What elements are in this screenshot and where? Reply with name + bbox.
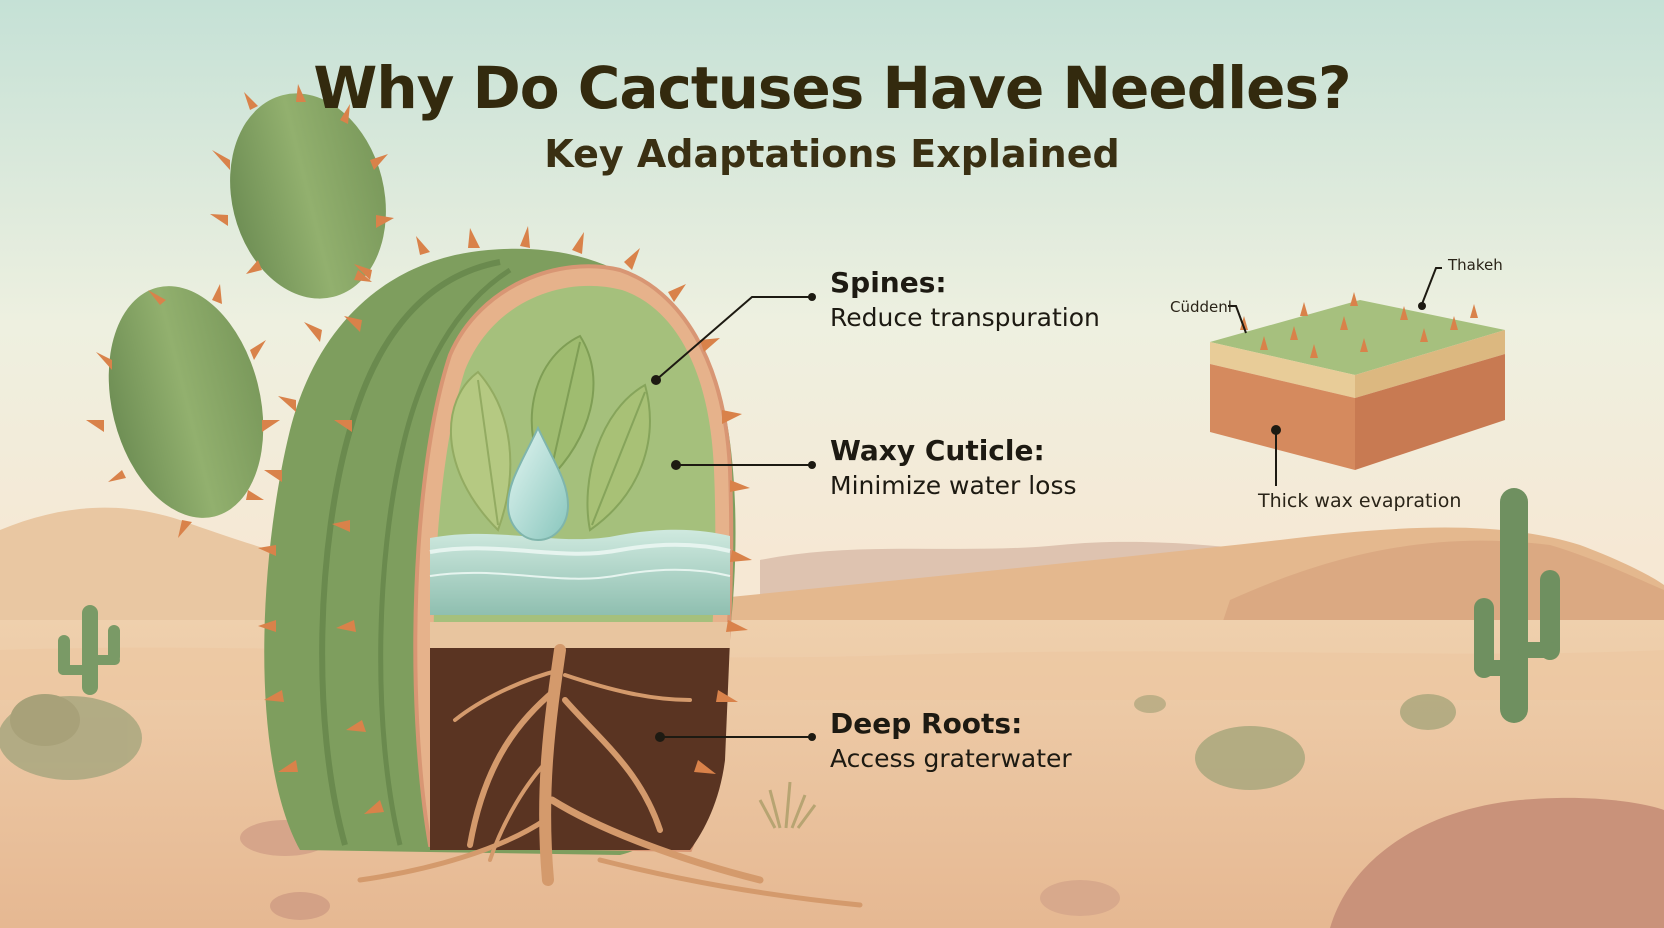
spines <box>86 84 752 814</box>
callout-description: Minimize water loss <box>830 471 1077 500</box>
callout-description: Access graterwater <box>830 744 1072 773</box>
page-subtitle: Key Adaptations Explained <box>544 132 1120 176</box>
background-cactus-right <box>1474 488 1560 723</box>
callout-waxy-cuticle: Waxy Cuticle: Minimize water loss <box>830 434 1077 500</box>
grass-tuft <box>758 781 817 829</box>
callout-title: Spines: <box>830 266 947 299</box>
inset-dots <box>1271 302 1426 435</box>
water-drop-icon <box>506 425 570 542</box>
cactus-pad-top <box>230 93 386 299</box>
callout-dots <box>651 293 816 742</box>
callout-title: Deep Roots: <box>830 707 1023 740</box>
inset-lines <box>1228 267 1442 486</box>
deep-roots <box>357 644 863 908</box>
callout-lines <box>655 296 812 738</box>
inset-label-right: Thakeh <box>1448 256 1503 274</box>
background-cactus-left <box>58 605 120 695</box>
shrub-mid <box>1195 726 1305 790</box>
rock-bottom-right <box>1330 797 1664 928</box>
shrub-right <box>1400 694 1456 730</box>
leaf-icon <box>586 383 651 532</box>
callout-spines: Spines: Reduce transpuration <box>830 266 1100 332</box>
callout-description: Reduce transpuration <box>830 303 1100 332</box>
callout-title: Waxy Cuticle: <box>830 434 1045 467</box>
rock-mid <box>1040 880 1120 916</box>
rock-small <box>270 892 330 920</box>
shrub-far <box>1134 695 1166 713</box>
cactus-rib <box>378 267 512 846</box>
cactus-pad-left <box>108 286 264 518</box>
inset-caption: Thick wax evapration <box>1258 490 1462 512</box>
leaf-icon <box>449 370 512 532</box>
cuticle-layer-inset <box>1210 292 1505 470</box>
callout-deep-roots: Deep Roots: Access graterwater <box>830 707 1072 773</box>
cactus-rib <box>319 259 501 846</box>
shrub-left <box>0 694 142 780</box>
page-title: Why Do Cactuses Have Needles? <box>313 54 1351 122</box>
inset-label-left: Cüddenl <box>1170 298 1232 316</box>
